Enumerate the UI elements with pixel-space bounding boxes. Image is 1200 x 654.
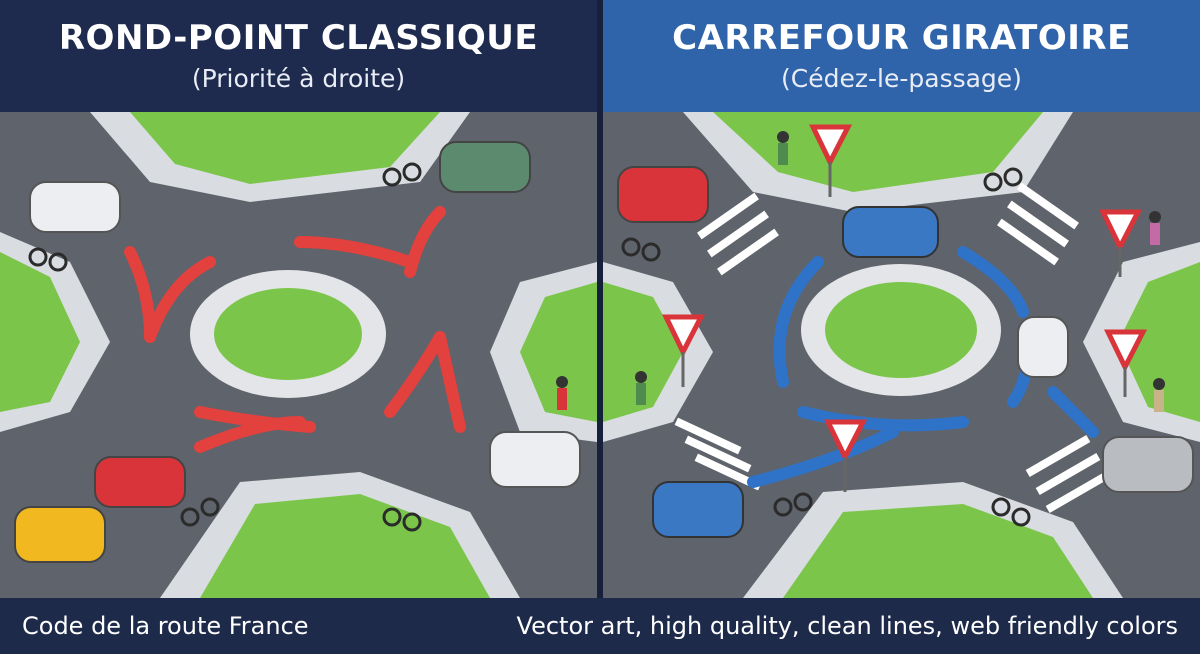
arrow-icon xyxy=(434,331,466,433)
right-panel: CARREFOUR GIRATOIRE (Cédez-le-passage) xyxy=(603,0,1200,598)
right-header: CARREFOUR GIRATOIRE (Cédez-le-passage) xyxy=(603,0,1200,112)
yield-signs xyxy=(662,124,1148,492)
cyclists xyxy=(621,167,1031,527)
right-intersection-scene xyxy=(603,112,1200,598)
grass-top xyxy=(130,112,440,184)
bicycle-icon xyxy=(402,512,422,532)
left-title: ROND-POINT CLASSIQUE xyxy=(58,18,539,58)
car-icon xyxy=(14,506,106,563)
pedestrian-icon xyxy=(635,371,647,383)
car-icon xyxy=(1017,316,1069,378)
crosswalk-icon xyxy=(1035,453,1101,495)
arrow-icon xyxy=(404,206,446,278)
bicycle-icon xyxy=(641,242,661,262)
footer-right-note: Vector art, high quality, clean lines, w… xyxy=(516,612,1178,640)
car-icon xyxy=(439,141,531,193)
grass-bottom xyxy=(200,494,490,598)
pedestrian-body xyxy=(778,143,788,165)
arrow-icon xyxy=(747,426,899,488)
pedestrian-icon xyxy=(777,131,789,143)
grass-left xyxy=(0,252,80,412)
central-island xyxy=(825,282,977,378)
traffic-flow-arrows xyxy=(124,206,466,453)
crosswalk-icon xyxy=(674,417,742,455)
arrow-icon xyxy=(144,256,216,343)
car-icon xyxy=(489,431,581,488)
cyclists xyxy=(28,162,422,532)
bicycle-icon xyxy=(793,492,813,512)
bicycle-icon xyxy=(180,507,200,527)
car-icon xyxy=(29,181,121,233)
pedestrians xyxy=(635,131,1165,412)
footer-bar: Code de la route France Vector art, high… xyxy=(0,598,1200,654)
left-intersection-scene xyxy=(0,112,597,598)
bicycle-icon xyxy=(983,172,1003,192)
yield-sign-icon xyxy=(662,314,706,358)
pedestrian-body xyxy=(1150,223,1160,245)
car-icon xyxy=(842,206,939,258)
yield-sign-icon xyxy=(809,124,853,168)
crosswalk-icon xyxy=(684,435,752,473)
grass-right xyxy=(1118,262,1200,422)
pedestrian-body xyxy=(636,383,646,405)
yield-sign-icon xyxy=(1099,209,1143,253)
crosswalk-icon xyxy=(694,453,762,491)
grass-bottom xyxy=(783,504,1093,598)
crosswalk-icon xyxy=(697,192,759,240)
crosswalks xyxy=(674,182,1111,513)
crosswalk-icon xyxy=(997,218,1059,266)
grass-left xyxy=(603,282,683,422)
footer-left-note: Code de la route France xyxy=(22,612,309,640)
bicycle-icon xyxy=(1003,167,1023,187)
grass-right xyxy=(520,282,597,422)
crosswalk-icon xyxy=(1007,200,1069,248)
pedestrian-body xyxy=(1154,390,1164,412)
yield-sign-icon xyxy=(824,419,868,463)
arrow-icon xyxy=(773,256,824,388)
car-icon xyxy=(617,166,709,223)
pedestrian-body xyxy=(557,388,567,410)
bicycle-icon xyxy=(200,497,220,517)
arrow-icon xyxy=(957,246,1029,318)
right-subtitle: (Cédez-le-passage) xyxy=(781,64,1022,93)
bicycle-icon xyxy=(382,507,402,527)
bicycle-icon xyxy=(48,252,68,272)
yield-sign-icon xyxy=(1104,329,1148,373)
crosswalk-icon xyxy=(1045,471,1111,513)
pedestrian-icon xyxy=(556,376,568,388)
left-subtitle: (Priorité à droite) xyxy=(191,64,406,93)
crosswalk-icon xyxy=(1025,435,1091,477)
panel-divider xyxy=(597,0,603,598)
car-icon xyxy=(94,456,186,508)
left-panel: ROND-POINT CLASSIQUE (Priorité à droite) xyxy=(0,0,597,598)
bicycle-icon xyxy=(382,167,402,187)
bicycle-icon xyxy=(1011,507,1031,527)
left-header: ROND-POINT CLASSIQUE (Priorité à droite) xyxy=(0,0,597,112)
bicycle-icon xyxy=(621,237,641,257)
arrow-icon xyxy=(1047,386,1099,438)
grass-top xyxy=(713,112,1043,192)
bicycle-icon xyxy=(991,497,1011,517)
arrow-icon xyxy=(294,236,416,268)
bicycle-icon xyxy=(773,497,793,517)
central-island xyxy=(214,288,362,380)
crosswalk-icon xyxy=(707,210,769,258)
car-icon xyxy=(1102,436,1194,493)
arrow-icon xyxy=(194,416,306,453)
arrow-icon xyxy=(797,406,969,432)
crosswalk-icon xyxy=(1017,182,1079,230)
car-icon xyxy=(652,481,744,538)
pedestrian-icon xyxy=(1153,378,1165,390)
pedestrian-icon xyxy=(1149,211,1161,223)
bicycle-icon xyxy=(28,247,48,267)
bicycle-icon xyxy=(402,162,422,182)
right-title: CARREFOUR GIRATOIRE xyxy=(672,18,1131,58)
crosswalk-icon xyxy=(717,228,779,276)
